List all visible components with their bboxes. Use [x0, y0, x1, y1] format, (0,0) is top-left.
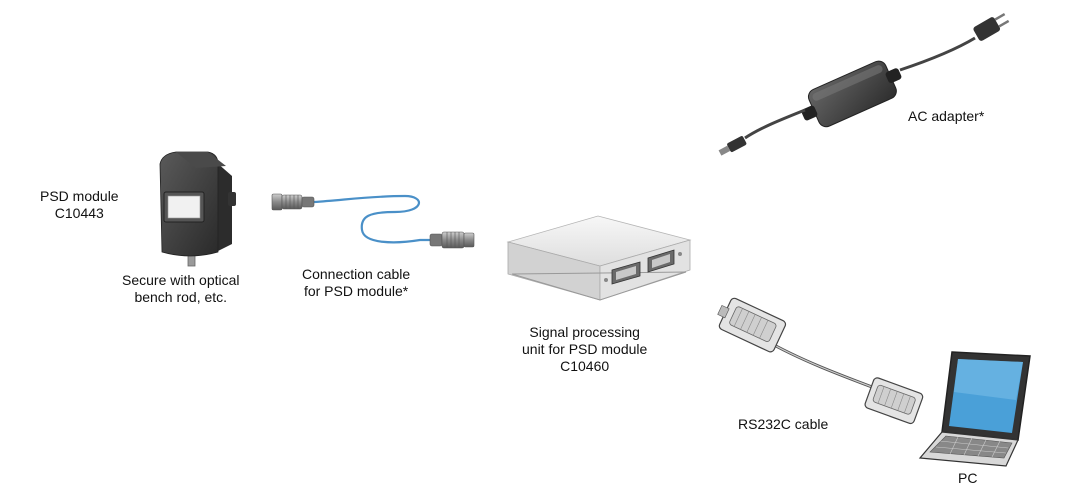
connection-cable-label: Connection cable for PSD module*: [302, 266, 410, 300]
psd-module-icon: [159, 151, 236, 267]
signal-unit-label-line3: C10460: [560, 358, 610, 374]
pc-label: PC: [958, 470, 977, 487]
laptop-pc-icon: [918, 351, 1031, 467]
psd-module-label: PSD module C10443: [40, 188, 119, 222]
signal-unit-label: Signal processing unit for PSD module C1…: [522, 324, 647, 375]
pc-label-text: PC: [958, 470, 978, 486]
rs232c-cable-icon: [717, 297, 924, 425]
secure-label-line2: bench rod, etc.: [134, 289, 228, 305]
ac-adapter-icon: [718, 12, 1010, 156]
signal-unit-label-line1: Signal processing: [529, 324, 640, 340]
psd-module-label-line1: PSD module: [40, 188, 119, 204]
rs232c-cable-label-text: RS232C cable: [738, 416, 829, 432]
ac-adapter-label-text: AC adapter*: [908, 108, 985, 124]
rs232c-cable-label: RS232C cable: [738, 416, 828, 433]
signal-processing-unit-icon: [506, 215, 692, 301]
ac-adapter-label: AC adapter*: [908, 108, 984, 125]
connection-cable-icon: [271, 193, 475, 249]
secure-label-line1: Secure with optical: [122, 272, 240, 288]
secure-label: Secure with optical bench rod, etc.: [122, 272, 240, 306]
psd-module-label-line2: C10443: [54, 205, 104, 221]
connection-cable-label-line1: Connection cable: [302, 266, 411, 282]
connection-cable-label-line2: for PSD module*: [303, 283, 409, 299]
signal-unit-label-line2: unit for PSD module: [522, 341, 648, 357]
